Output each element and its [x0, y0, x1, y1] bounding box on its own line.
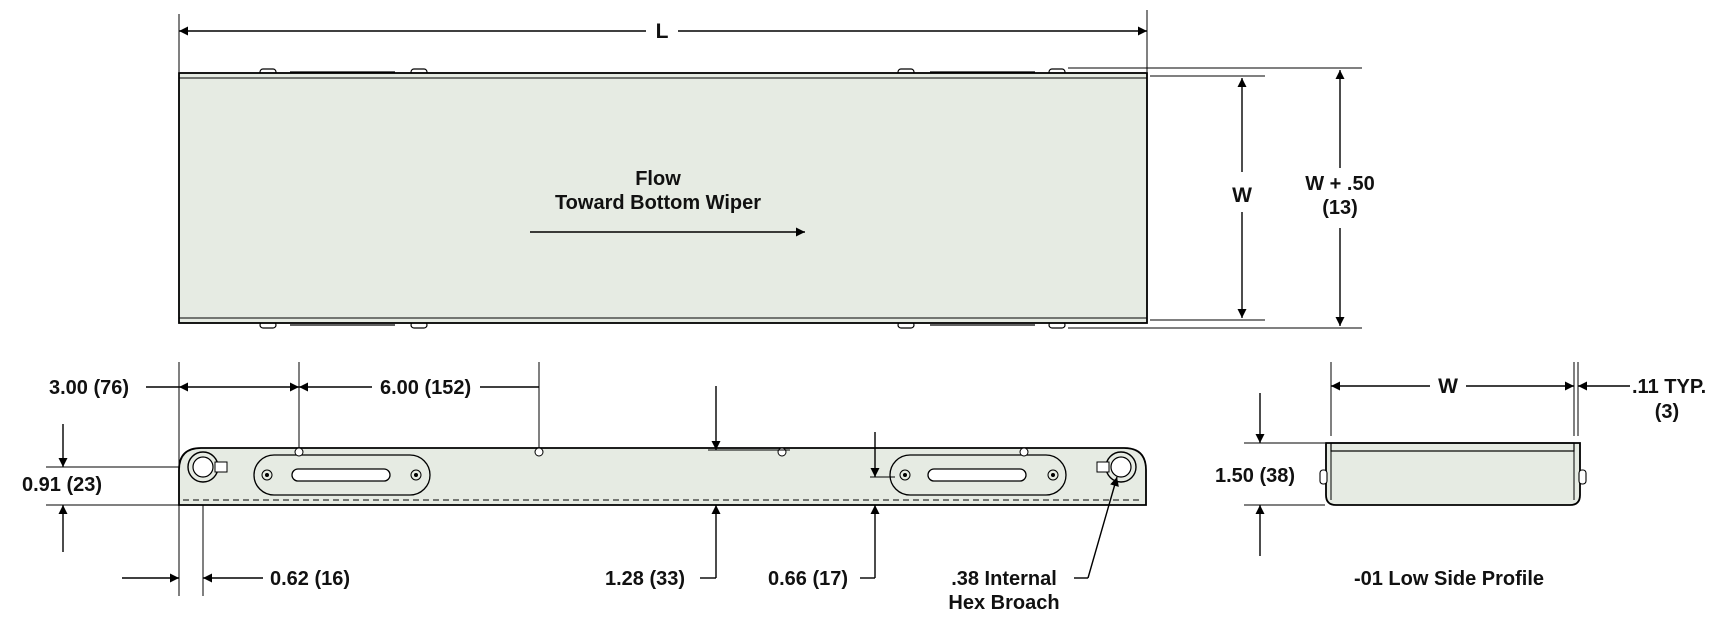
side-view: 3.00 (76) 6.00 (152) 0.91 (23) — [22, 362, 1147, 614]
profile-view: W .11 TYP. (3) 1.50 (38) -01 Low Side Pr… — [1215, 362, 1706, 590]
width-plus-label: W + .50 — [1305, 173, 1374, 195]
conveyor-side-body — [178, 447, 1147, 506]
width-label: W — [1232, 184, 1252, 207]
flow-label: Flow — [635, 168, 681, 190]
profile-caption: -01 Low Side Profile — [1354, 568, 1544, 590]
typ-metric-label: (3) — [1655, 401, 1679, 423]
width-plus-metric-label: (13) — [1322, 197, 1358, 219]
top-view: L Flow Toward Bottom Wiper W — [178, 10, 1375, 329]
hex-broach-label-2: Hex Broach — [948, 592, 1059, 614]
dim-0-91-label: 0.91 (23) — [22, 474, 102, 496]
profile-width-label: W — [1438, 375, 1458, 398]
conveyor-profile-body — [1325, 442, 1581, 506]
flow-direction-label: Toward Bottom Wiper — [555, 192, 761, 214]
dim-0-62-label: 0.62 (16) — [270, 568, 350, 590]
profile-height-label: 1.50 (38) — [1215, 465, 1295, 487]
length-label: L — [656, 20, 669, 43]
conveyor-top-body — [178, 72, 1148, 324]
dim-6-00-label: 6.00 (152) — [380, 377, 471, 399]
dim-0-66-label: 0.66 (17) — [768, 568, 848, 590]
typ-label: .11 TYP. — [1632, 376, 1706, 398]
hex-broach-label: .38 Internal — [951, 568, 1057, 590]
dim-3-00-label: 3.00 (76) — [49, 377, 129, 399]
dim-1-28-label: 1.28 (33) — [605, 568, 685, 590]
